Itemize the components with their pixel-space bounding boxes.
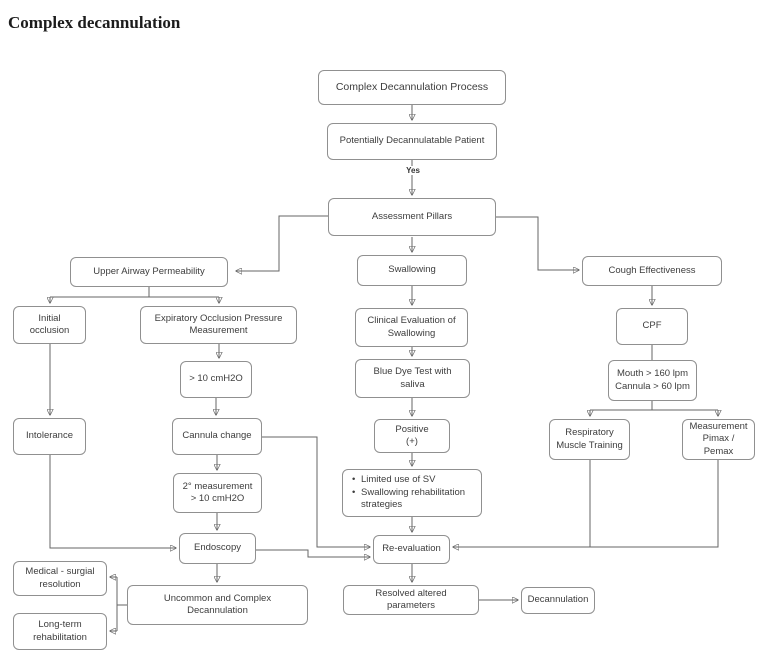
node-label: Respiratory bbox=[565, 427, 614, 439]
node-expiratory-occlusion-pressure-measurement: Expiratory Occlusion Pressure Measuremen… bbox=[140, 306, 297, 344]
edge-uncommon-links bbox=[116, 577, 127, 631]
node-mouth-cannula-flow: Mouth > 160 lpm Cannula > 60 lpm bbox=[608, 360, 697, 401]
node-label: Clinical Evaluation of bbox=[367, 315, 456, 327]
node-label: Cannula change bbox=[182, 430, 252, 442]
node-intolerance: Intolerance bbox=[13, 418, 86, 455]
node-blue-dye-test-with-saliva: Blue Dye Test with saliva bbox=[355, 359, 470, 398]
edge-label-yes: Yes bbox=[399, 166, 427, 175]
node-label: Mouth > 160 lpm bbox=[616, 368, 688, 380]
edge-pimax-reevaluation bbox=[453, 460, 719, 547]
edge-endoscopy-reevaluation bbox=[256, 549, 370, 557]
node-measurement-pimax-pemax: Measurement Pimax / Pemax bbox=[682, 419, 755, 460]
node-second-measurement: 2° measurement > 10 cmH2O bbox=[173, 473, 262, 513]
node-uncommon-and-complex-decannulation: Uncommon and Complex Decannulation bbox=[127, 585, 308, 625]
page-title: Complex decannulation bbox=[8, 13, 181, 32]
node-complex-decannulation-process: Complex Decannulation Process bbox=[318, 70, 506, 105]
edge-mouth-split bbox=[590, 401, 718, 411]
node-upper-airway-permeability: Upper Airway Permeability bbox=[70, 257, 228, 287]
node-label: Measurement bbox=[189, 325, 248, 336]
node-potentially-decannulatable-patient: Potentially Decannulatable Patient bbox=[327, 123, 497, 160]
node-initial-occlusion: Initial occlusion bbox=[13, 306, 86, 344]
node-medical-surgical-resolution: Medical - surgial resolution bbox=[13, 561, 107, 596]
node-label: rehabilitation bbox=[33, 631, 87, 643]
node-label: Initial bbox=[38, 312, 61, 324]
node-label: CPF bbox=[642, 320, 662, 332]
node-label: Resolved altered bbox=[375, 587, 447, 599]
node-clinical-evaluation-of-swallowing: Clinical Evaluation of Swallowing bbox=[355, 308, 468, 347]
node-cannula-change: Cannula change bbox=[172, 418, 262, 455]
node-label: 2° measurement bbox=[182, 480, 253, 492]
node-label: (+) bbox=[406, 436, 418, 447]
node-label: Medical - surgial bbox=[25, 566, 95, 578]
node-label: Potentially Decannulatable Patient bbox=[339, 135, 485, 147]
node-sv-strategies: Limited use of SV Swallowing rehabilitat… bbox=[342, 469, 482, 517]
node-label: Re-evaluation bbox=[382, 543, 441, 555]
node-label: Intolerance bbox=[25, 430, 73, 442]
node-label: Blue Dye Test with bbox=[373, 366, 452, 378]
node-label: Cannula > 60 lpm bbox=[615, 380, 690, 392]
edge-intolerance-endoscopy bbox=[49, 455, 176, 548]
node-respiratory-muscle-training: Respiratory Muscle Training bbox=[549, 419, 630, 460]
node-re-evaluation: Re-evaluation bbox=[373, 535, 450, 564]
node-resolved-altered-parameters: Resolved altered parameters bbox=[343, 585, 479, 615]
edge-uap-split bbox=[50, 287, 219, 298]
node-cough-effectiveness: Cough Effectiveness bbox=[582, 256, 722, 286]
node-long-term-rehabilitation: Long-term rehabilitation bbox=[13, 613, 107, 650]
node-label: Expiratory Occlusion Pressure bbox=[154, 312, 283, 324]
node-label: > 10 cmH2O bbox=[189, 373, 243, 385]
node-label: Pimax / Pemax bbox=[702, 433, 735, 457]
bullet-item: Swallowing rehabilitation strategies bbox=[352, 487, 475, 512]
node-positive: Positive (+) bbox=[374, 419, 450, 453]
node-label: Assessment Pillars bbox=[371, 210, 453, 222]
bullet-list: Limited use of SV Swallowing rehabilitat… bbox=[352, 474, 475, 511]
node-label: saliva bbox=[400, 378, 425, 390]
edge-cannula-reevaluation bbox=[262, 436, 370, 547]
node-assessment-pillars: Assessment Pillars bbox=[328, 198, 496, 236]
node-gt-10-cmh2o: > 10 cmH2O bbox=[180, 361, 252, 398]
node-label: Swallowing bbox=[388, 264, 436, 276]
node-label: Complex Decannulation Process bbox=[335, 80, 489, 93]
node-swallowing: Swallowing bbox=[357, 255, 467, 286]
node-label: > 10 cmH2O bbox=[190, 493, 245, 504]
node-label: Upper Airway Permeability bbox=[93, 265, 205, 277]
node-label: Decannulation bbox=[527, 594, 589, 606]
node-label: parameters bbox=[386, 600, 436, 611]
node-decannulation: Decannulation bbox=[521, 587, 595, 614]
node-label: Measurement bbox=[689, 420, 748, 432]
node-label: Uncommon and Complex bbox=[163, 592, 272, 604]
node-label: Endoscopy bbox=[193, 542, 241, 554]
node-label: Long-term bbox=[38, 619, 82, 631]
edge-assessment-uap bbox=[236, 215, 328, 271]
node-label: resolution bbox=[39, 578, 81, 590]
node-label: Decannulation bbox=[187, 605, 248, 616]
node-label: Cough Effectiveness bbox=[608, 264, 696, 276]
node-label: Positive bbox=[395, 423, 429, 435]
node-label: Muscle Training bbox=[556, 439, 623, 451]
node-label: Swallowing bbox=[387, 327, 436, 339]
node-endoscopy: Endoscopy bbox=[179, 533, 256, 564]
node-cpf: CPF bbox=[616, 308, 688, 345]
edge-assessment-cough bbox=[496, 216, 579, 270]
bullet-item: Limited use of SV bbox=[352, 474, 475, 487]
node-label: occlusion bbox=[29, 325, 70, 336]
